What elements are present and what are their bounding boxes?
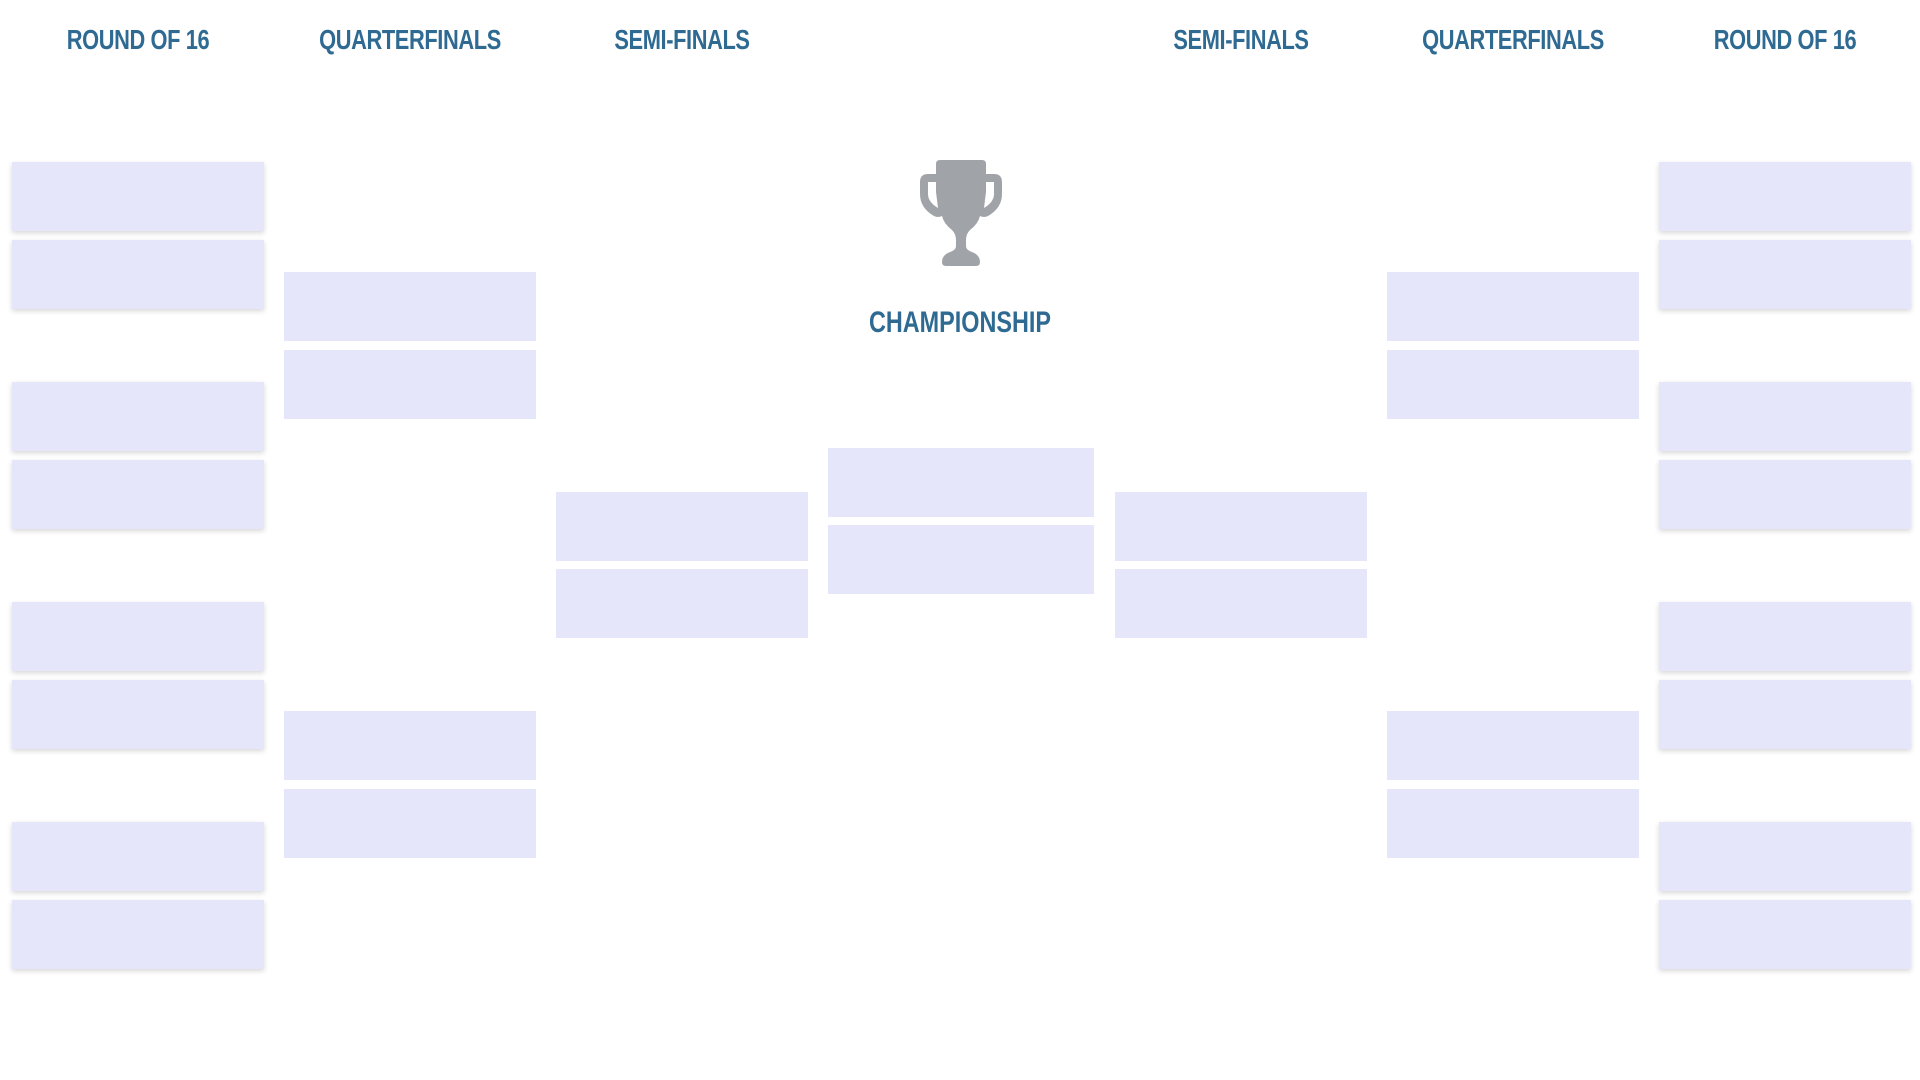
slot-left-r16-1[interactable] <box>12 162 264 231</box>
slot-left-qf-1[interactable] <box>284 272 536 341</box>
slot-right-r16-6[interactable] <box>1659 680 1911 749</box>
slot-left-r16-6[interactable] <box>12 680 264 749</box>
slot-right-r16-2[interactable] <box>1659 240 1911 309</box>
slot-right-qf-1[interactable] <box>1387 272 1639 341</box>
header-right-semifinals: SEMI-FINALS <box>1173 24 1309 55</box>
slot-left-r16-8[interactable] <box>12 900 264 969</box>
slot-right-r16-1[interactable] <box>1659 162 1911 231</box>
slot-right-r16-4[interactable] <box>1659 460 1911 529</box>
header-left-quarterfinals: QUARTERFINALS <box>319 24 501 55</box>
slot-left-qf-2[interactable] <box>284 350 536 419</box>
slot-final-2[interactable] <box>828 525 1094 594</box>
header-left-semifinals: SEMI-FINALS <box>614 24 750 55</box>
slot-final-1[interactable] <box>828 448 1094 517</box>
slot-left-r16-7[interactable] <box>12 822 264 891</box>
slot-left-qf-3[interactable] <box>284 711 536 780</box>
championship-label: CHAMPIONSHIP <box>868 306 1052 339</box>
slot-right-qf-4[interactable] <box>1387 789 1639 858</box>
slot-left-sf-1[interactable] <box>556 492 808 561</box>
slot-left-r16-4[interactable] <box>12 460 264 529</box>
slot-right-qf-2[interactable] <box>1387 350 1639 419</box>
slot-left-qf-4[interactable] <box>284 789 536 858</box>
header-left-round-of-16: ROUND OF 16 <box>66 24 210 55</box>
slot-right-r16-7[interactable] <box>1659 822 1911 891</box>
slot-right-r16-8[interactable] <box>1659 900 1911 969</box>
header-right-round-of-16: ROUND OF 16 <box>1713 24 1857 55</box>
slot-right-r16-3[interactable] <box>1659 382 1911 451</box>
slot-left-r16-3[interactable] <box>12 382 264 451</box>
slot-left-r16-5[interactable] <box>12 602 264 671</box>
slot-right-r16-5[interactable] <box>1659 602 1911 671</box>
trophy-icon <box>920 160 1002 266</box>
slot-left-r16-2[interactable] <box>12 240 264 309</box>
slot-right-sf-1[interactable] <box>1115 492 1367 561</box>
slot-left-sf-2[interactable] <box>556 569 808 638</box>
header-right-quarterfinals: QUARTERFINALS <box>1422 24 1604 55</box>
slot-right-sf-2[interactable] <box>1115 569 1367 638</box>
slot-right-qf-3[interactable] <box>1387 711 1639 780</box>
